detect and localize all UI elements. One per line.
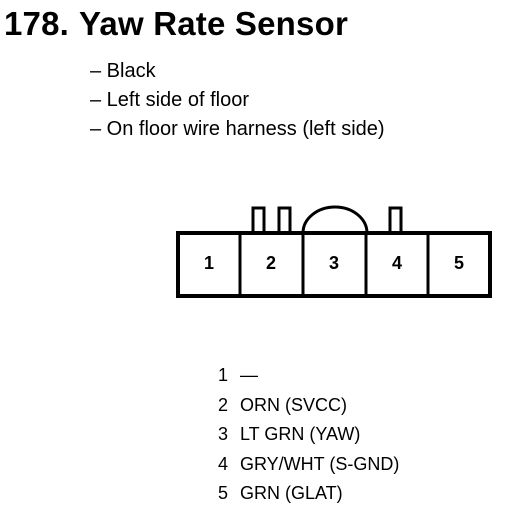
pin-wire: GRN (GLAT) [240, 483, 343, 503]
component-number: 178. [4, 5, 70, 42]
component-name: Yaw Rate Sensor [79, 5, 348, 42]
pin-number: 3 [218, 424, 229, 444]
locking-tab [388, 206, 403, 235]
cavity-dividers [238, 233, 430, 296]
pin-row: 4 GRY/WHT (S-GND) [218, 450, 399, 480]
cavity-label-1: 1 [204, 253, 214, 273]
pin-row: 1— [218, 361, 399, 391]
pin-wire: ORN (SVCC) [240, 394, 347, 415]
pin-number: 1 [218, 365, 229, 385]
cavity-label-4: 4 [392, 253, 402, 273]
locking-tab [277, 206, 292, 235]
pin-wire: LT GRN (YAW) [240, 424, 361, 444]
locking-tab [251, 206, 266, 235]
pin-row: 3 LT GRN (YAW) [218, 420, 399, 450]
pin-number: 5 [218, 483, 229, 503]
note-color: – Black [90, 60, 156, 82]
cavity-label-3: 3 [329, 253, 339, 273]
component-notes: – Black – Left side of floor – On floor … [90, 57, 385, 144]
pin-wire: — [240, 365, 258, 385]
pin-row: 5 GRN (GLAT) [218, 479, 399, 509]
pin-number: 2 [218, 394, 229, 415]
pin-row: 2 ORN (SVCC) [218, 391, 399, 421]
note-location: – Left side of floor [90, 89, 249, 111]
locking-hood [301, 205, 369, 234]
pin-wire: GRY/WHT (S-GND) [240, 453, 400, 474]
cavity-label-5: 5 [454, 253, 464, 273]
page-title: 178.Yaw Rate Sensor [4, 2, 348, 46]
note-harness: – On floor wire harness (left side) [90, 118, 385, 140]
cavity-label-2: 2 [266, 253, 276, 273]
connector-body [176, 231, 492, 298]
connector-tabs [251, 205, 403, 235]
pin-number: 4 [218, 453, 229, 474]
